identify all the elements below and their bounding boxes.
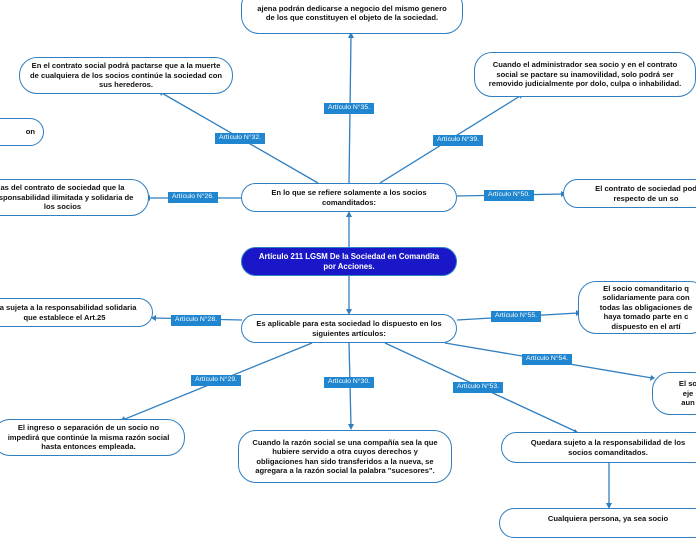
- node-art29[interactable]: El ingreso o separación de un socio no i…: [0, 419, 185, 456]
- label-art29[interactable]: Artículo N°29.: [191, 375, 242, 386]
- node-art29-text: El ingreso o separación de un socio no i…: [7, 423, 170, 452]
- arrowhead: [348, 424, 354, 430]
- label-art54-text: Artículo N°54.: [526, 355, 569, 362]
- arrowhead: [151, 315, 156, 321]
- node-art39-text: Cuando el administrador sea socio y en e…: [488, 60, 682, 89]
- label-art55[interactable]: Artículo N°55.: [491, 311, 542, 322]
- label-art29-text: Artículo N°29.: [195, 376, 238, 383]
- node-art26[interactable]: as del contrato de sociedad que la respo…: [0, 179, 149, 216]
- label-art35[interactable]: Artículo N°35.: [324, 103, 375, 114]
- node-art26-text: as del contrato de sociedad que la respo…: [0, 183, 134, 212]
- label-art53[interactable]: Artículo N°53.: [453, 382, 504, 393]
- node-art28-text: ara sujeta a la responsabilidad solidari…: [0, 303, 137, 322]
- node-art54[interactable]: El so eje aun: [652, 372, 696, 415]
- node-art53-child[interactable]: Cualquiera persona, ya sea socio: [499, 508, 696, 538]
- node-art39[interactable]: Cuando el administrador sea socio y en e…: [474, 52, 696, 97]
- hub-lower-text: Es aplicable para esta sociedad lo dispu…: [256, 319, 442, 338]
- label-art50-text: Artículo N°50.: [488, 191, 531, 198]
- node-art50[interactable]: El contrato de sociedad pod respecto de …: [563, 179, 696, 208]
- main-topic-node[interactable]: Artículo 211 LGSM De la Sociedad en Coma…: [241, 247, 457, 276]
- hub-upper-node[interactable]: En lo que se refiere solamente a los soc…: [241, 183, 457, 212]
- node-art35-text: ajena podrán dedicarse a negocio del mis…: [257, 3, 447, 22]
- node-art30-text: Cuando la razón social se una compañía s…: [252, 437, 438, 475]
- node-art32-text: En el contrato social podrá pactarse que…: [30, 61, 223, 90]
- hub-lower-node[interactable]: Es aplicable para esta sociedad lo dispu…: [241, 314, 457, 343]
- arrowhead: [346, 211, 352, 217]
- node-art50-text: El contrato de sociedad pod respecto de …: [595, 184, 696, 203]
- label-art53-text: Artículo N°53.: [457, 383, 500, 390]
- node-art35[interactable]: ajena podrán dedicarse a negocio del mis…: [241, 0, 463, 34]
- node-art53-text: Quedara sujeto a la responsabilidad de l…: [530, 438, 686, 457]
- label-art50[interactable]: Artículo N°50.: [484, 190, 535, 201]
- label-art30-text: Artículo N°30.: [328, 378, 371, 385]
- node-art28[interactable]: ara sujeta a la responsabilidad solidari…: [0, 298, 153, 327]
- node-art55[interactable]: El socio comanditario q solidariamente p…: [578, 281, 696, 334]
- hub-upper-text: En lo que se refiere solamente a los soc…: [271, 188, 427, 207]
- arrowhead: [606, 503, 612, 509]
- label-art39[interactable]: Artículo N°39.: [433, 135, 484, 146]
- label-art32[interactable]: Artículo N°32.: [215, 133, 266, 144]
- node-art30[interactable]: Cuando la razón social se una compañía s…: [238, 430, 452, 483]
- label-art26[interactable]: Artículo N°26.: [168, 192, 219, 203]
- label-art30[interactable]: Artículo N°30.: [324, 377, 375, 388]
- node-cut-left[interactable]: on: [0, 118, 44, 146]
- node-art55-text: El socio comanditario q solidariamente p…: [599, 283, 693, 331]
- label-art39-text: Artículo N°39.: [437, 136, 480, 143]
- label-art28-text: Artículo N°28.: [175, 316, 218, 323]
- node-art54-text: El so eje aun: [678, 379, 696, 408]
- node-art53-child-text: Cualquiera persona, ya sea socio: [547, 514, 669, 523]
- label-art55-text: Artículo N°55.: [495, 312, 538, 319]
- label-art26-text: Artículo N°26.: [172, 193, 215, 200]
- label-art54[interactable]: Artículo N°54.: [522, 354, 573, 365]
- main-topic-text: Artículo 211 LGSM De la Sociedad en Coma…: [258, 252, 440, 271]
- node-art53[interactable]: Quedara sujeto a la responsabilidad de l…: [501, 432, 696, 463]
- label-art35-text: Artículo N°35.: [328, 104, 371, 111]
- arrowhead: [650, 375, 655, 381]
- arrowhead: [348, 32, 354, 38]
- label-art28[interactable]: Artículo N°28.: [171, 315, 222, 326]
- node-cut-left-text: on: [25, 127, 35, 137]
- label-art32-text: Artículo N°32.: [219, 134, 262, 141]
- arrowhead: [346, 309, 352, 315]
- node-art32[interactable]: En el contrato social podrá pactarse que…: [19, 57, 233, 94]
